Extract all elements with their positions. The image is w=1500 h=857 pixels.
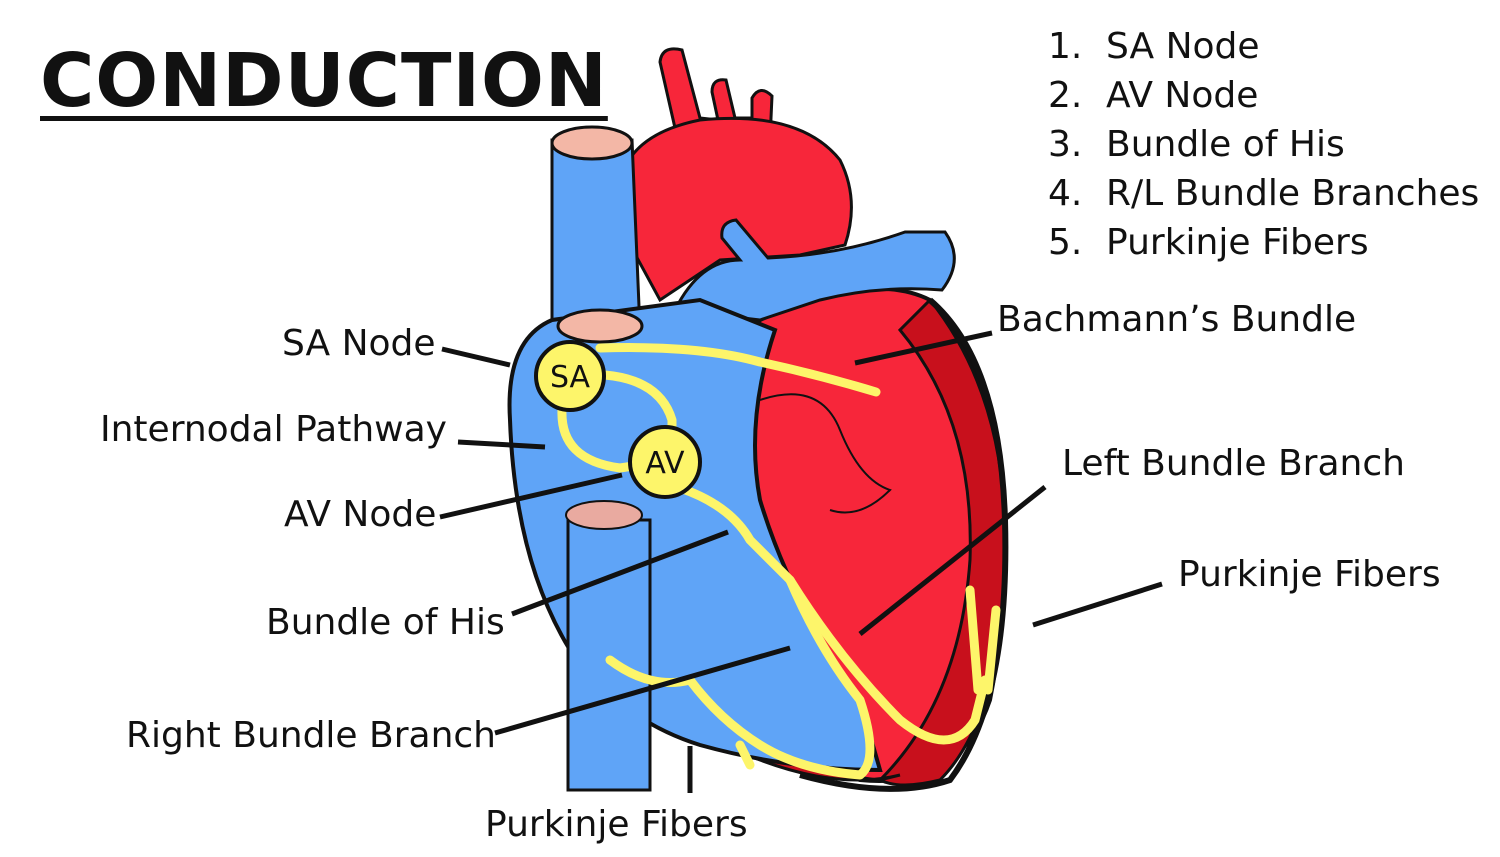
internodal-path-1 [600, 370, 677, 445]
label-av-node: AV Node [284, 494, 437, 535]
leader-lines [439, 330, 1163, 793]
label-bachmanns-bundle: Bachmann’s Bundle [997, 299, 1357, 340]
av-node-label: AV [645, 446, 685, 481]
list-item: 2.AV Node [1048, 75, 1259, 116]
leader-internodal [457, 439, 546, 450]
leader-av-node [439, 472, 623, 520]
label-sa-node: SA Node [282, 323, 436, 364]
sa-node-label: SA [550, 360, 591, 395]
sa-node-circle [534, 340, 606, 412]
purkinje-right-1 [965, 585, 983, 695]
label-bundle-of-his: Bundle of His [266, 602, 505, 643]
leader-left-bundle [858, 485, 1047, 636]
right-bundle-path [605, 575, 875, 780]
inferior-vena-cava [566, 518, 652, 792]
page-title: CONDUCTION [40, 38, 608, 124]
heart-outline [799, 297, 1009, 792]
bundle-of-his-path [675, 483, 795, 585]
label-purkinje-fibers-right: Purkinje Fibers [1178, 554, 1441, 595]
aorta-branches [658, 47, 774, 142]
atrium-opening [556, 308, 644, 344]
label-right-bundle-branch: Right Bundle Branch [126, 715, 497, 756]
internodal-path-2 [557, 405, 645, 473]
label-purkinje-fibers-bottom: Purkinje Fibers [485, 804, 748, 845]
label-left-bundle-branch: Left Bundle Branch [1062, 443, 1405, 484]
left-bundle-path [785, 575, 990, 745]
leader-bachmann [854, 330, 993, 366]
purkinje-right-2 [983, 605, 1001, 695]
leader-bundle-his [511, 529, 729, 617]
label-internodal-pathway: Internodal Pathway [100, 409, 447, 450]
list-item: 5.Purkinje Fibers [1048, 222, 1369, 263]
leader-right-bundle [494, 645, 791, 736]
purkinje-bottom [735, 740, 755, 770]
leader-purkinje-right [1032, 581, 1163, 628]
bachmanns-bundle-path [595, 343, 881, 397]
pulmonary-artery [672, 218, 956, 322]
av-node-circle [628, 425, 702, 499]
list-item: 1.SA Node [1048, 26, 1260, 67]
superior-vena-cava [550, 138, 642, 332]
list-item: 3.Bundle of His [1048, 124, 1345, 165]
ivc-opening [565, 500, 643, 530]
conduction-pathways [557, 343, 1001, 780]
svc-opening [550, 125, 634, 161]
list-item: 4.R/L Bundle Branches [1048, 173, 1480, 214]
conduction-steps-list: 1.SA Node 2.AV Node 3.Bundle of His 4.R/… [1048, 22, 1479, 267]
septum-line [759, 393, 892, 514]
leader-sa-node [441, 346, 511, 368]
